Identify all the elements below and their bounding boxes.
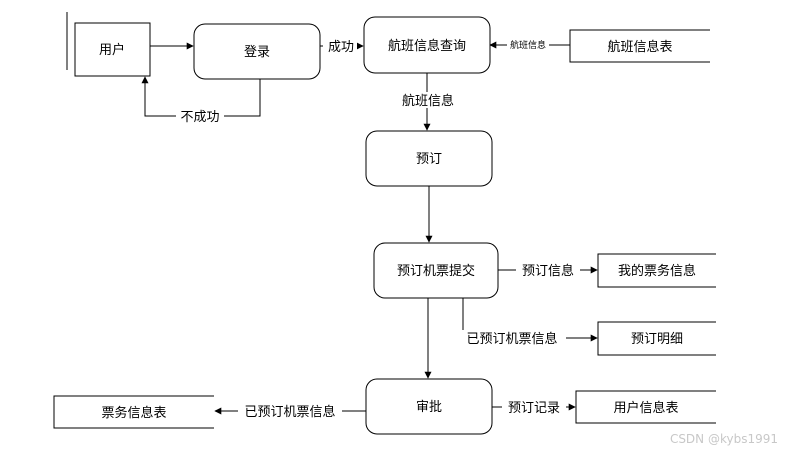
- process-approval: 审批: [365, 378, 493, 435]
- flow-login-to-user-label: 不成功: [180, 110, 219, 125]
- flow-query-to-booking-label: 航班信息: [402, 93, 454, 109]
- entity-flight-table: 航班信息表: [569, 29, 710, 63]
- watermark: CSDN @kybs1991: [670, 432, 778, 446]
- flow-login-to-query-label: 成功: [328, 40, 354, 55]
- flow-submit-to-my-ticket-label: 预订信息: [522, 263, 574, 279]
- entity-user-info-table: 用户信息表: [575, 390, 716, 424]
- entity-my-ticket-info-label: 我的票务信息: [618, 263, 696, 279]
- process-login-label: 登录: [244, 45, 270, 60]
- entity-booking-detail: 预订明细: [597, 321, 716, 356]
- flow-approval-to-ticket-table-label: 已预订机票信息: [244, 404, 335, 420]
- flow-approval-to-user-table-label: 预订记录: [508, 401, 560, 416]
- entity-my-ticket-info: 我的票务信息: [597, 253, 716, 288]
- entity-booking-detail-label: 预订明细: [631, 332, 683, 347]
- entity-ticket-table-label: 票务信息表: [101, 405, 166, 421]
- process-submit-booking-label: 预订机票提交: [397, 263, 475, 279]
- flow-submit-to-detail-label: 已预订机票信息: [466, 331, 557, 347]
- entity-user-label: 用户: [99, 42, 125, 58]
- process-booking-label: 预订: [416, 152, 442, 167]
- process-submit-booking: 预订机票提交: [373, 242, 499, 299]
- flow-table-to-query-label: 航班信息: [510, 39, 546, 51]
- entity-ticket-table: 票务信息表: [53, 395, 214, 429]
- entity-flight-table-label: 航班信息表: [607, 39, 672, 55]
- process-flight-query: 航班信息查询: [363, 16, 491, 74]
- process-login: 登录: [193, 23, 321, 80]
- entity-user-info-table-label: 用户信息表: [613, 400, 678, 416]
- process-approval-label: 审批: [416, 400, 442, 415]
- process-booking: 预订: [365, 130, 493, 187]
- entity-user: 用户: [66, 12, 151, 77]
- process-flight-query-label: 航班信息查询: [388, 38, 466, 54]
